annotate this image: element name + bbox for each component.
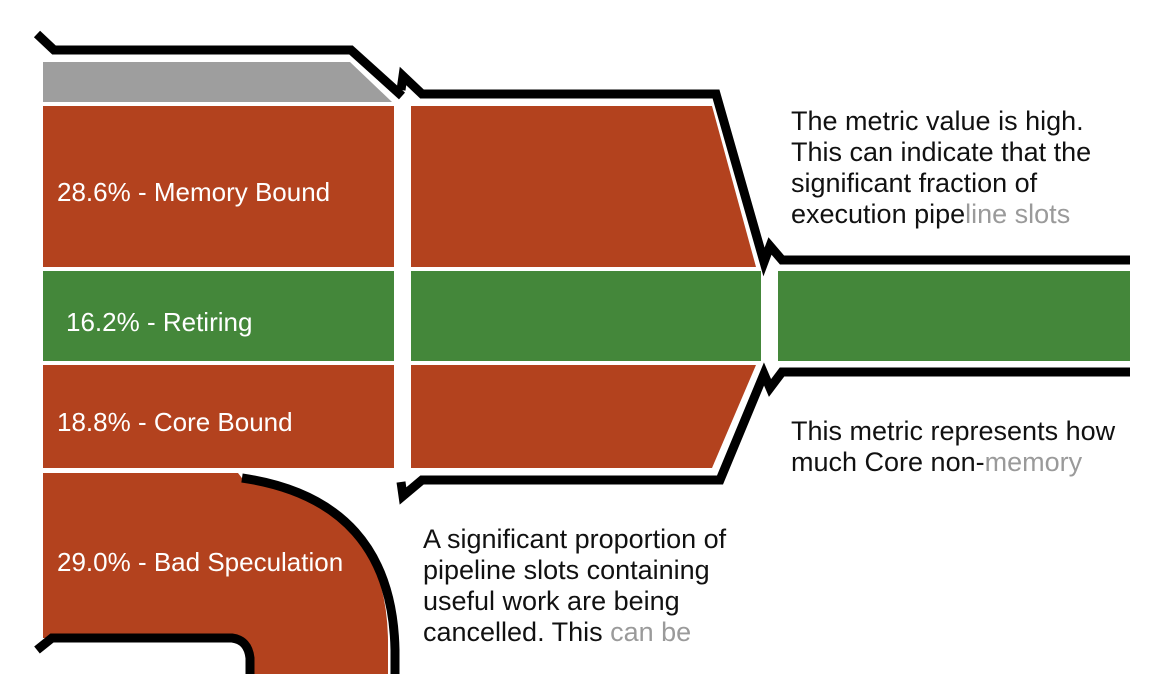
retiring-segment[interactable]: [43, 271, 394, 361]
bad-speculation-label: 29.0% - Bad Speculation: [57, 547, 343, 577]
memory-bound-note: The metric value is high. This can indic…: [791, 106, 1091, 230]
pipe-outline: [33, 30, 1130, 674]
memory-bound-note-line-3: significant fraction of: [791, 168, 1038, 198]
bad-speculation-note-line-3: useful work are being: [423, 586, 680, 616]
memory-bound-note-line-1: The metric value is high.: [791, 106, 1084, 136]
core-bound-note-line-2: much Core non-memory: [791, 447, 1083, 477]
memory-bound-flow: [411, 106, 756, 267]
memory-bound-note-line-2: This can indicate that the: [791, 137, 1092, 167]
core-bound-label: 18.8% - Core Bound: [57, 407, 293, 437]
core-bound-segment[interactable]: [43, 365, 394, 468]
bad-speculation-segment[interactable]: [43, 473, 388, 674]
bad-speculation-note-line-4: cancelled. This can be: [423, 617, 692, 647]
other-segment: [43, 62, 392, 102]
core-bound-flow: [411, 365, 756, 468]
bad-speculation-note-line-1: A significant proportion of: [423, 524, 727, 554]
retiring-flow: [411, 271, 761, 361]
retiring-label: 16.2% - Retiring: [66, 307, 252, 337]
bad-speculation-note-line-2: pipeline slots containing: [423, 555, 710, 585]
core-bound-note-line-1: This metric represents how: [791, 416, 1116, 446]
retiring-output: [778, 271, 1130, 361]
bad-speculation-note: A significant proportion of pipeline slo…: [423, 524, 726, 648]
memory-bound-label: 28.6% - Memory Bound: [57, 177, 330, 207]
memory-bound-segment[interactable]: [43, 106, 394, 267]
memory-bound-note-line-4: execution pipeline slots: [791, 199, 1071, 229]
core-bound-note: This metric represents how much Core non…: [791, 416, 1115, 478]
